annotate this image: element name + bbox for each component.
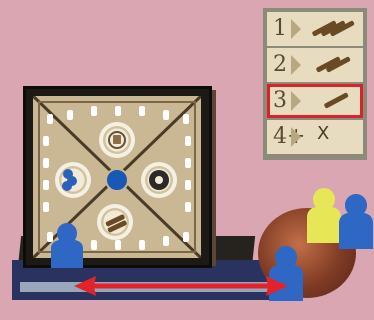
slot-icon bbox=[163, 236, 169, 246]
cost-row-number: 2 bbox=[273, 51, 287, 79]
slot-icon bbox=[67, 110, 73, 120]
cost-row-number: 3 bbox=[273, 87, 287, 115]
chevron-right-icon bbox=[291, 55, 301, 75]
slot-icon bbox=[183, 232, 189, 242]
blue-meeple-icon bbox=[336, 190, 374, 256]
slot-icon bbox=[47, 114, 53, 124]
slot-icon bbox=[163, 110, 169, 120]
cost-row-1: 1 bbox=[267, 12, 363, 46]
cost-row-3: 3 bbox=[267, 84, 363, 118]
slot-icon bbox=[183, 114, 189, 124]
cost-row-4: 4+ X bbox=[267, 120, 363, 154]
slot-icon bbox=[139, 240, 145, 250]
chevron-right-icon bbox=[291, 19, 301, 39]
coins-icon bbox=[55, 162, 91, 198]
double-arrow-icon bbox=[74, 276, 288, 296]
cost-value: X bbox=[317, 123, 329, 144]
slot-icon bbox=[185, 202, 191, 212]
slot-icon bbox=[43, 202, 49, 212]
three-sticks-icon bbox=[307, 14, 363, 44]
wood-stack-icon bbox=[97, 204, 133, 240]
cost-row-number: 1 bbox=[273, 15, 287, 43]
two-sticks-icon bbox=[307, 50, 363, 80]
slot-icon bbox=[43, 180, 49, 190]
firepit-icon bbox=[141, 162, 177, 198]
slot-icon bbox=[185, 158, 191, 168]
chevron-right-icon bbox=[291, 91, 301, 111]
chevron-right-icon bbox=[291, 127, 301, 147]
slot-icon bbox=[115, 240, 121, 250]
slot-icon bbox=[139, 106, 145, 116]
slot-icon bbox=[185, 180, 191, 190]
slot-icon bbox=[91, 240, 97, 250]
slot-icon bbox=[115, 106, 121, 116]
blue-meeple-icon bbox=[48, 220, 86, 280]
cost-row-2: 2 bbox=[267, 48, 363, 82]
slot-icon bbox=[185, 136, 191, 146]
cost-table: 1 2 3 4+ X bbox=[263, 8, 367, 160]
altar-icon bbox=[99, 122, 135, 158]
slot-icon bbox=[91, 106, 97, 116]
slot-icon bbox=[43, 158, 49, 168]
blue-meeple-icon bbox=[266, 242, 306, 308]
center-token-icon bbox=[105, 168, 129, 192]
slot-icon bbox=[43, 136, 49, 146]
one-stick-icon bbox=[307, 86, 363, 116]
